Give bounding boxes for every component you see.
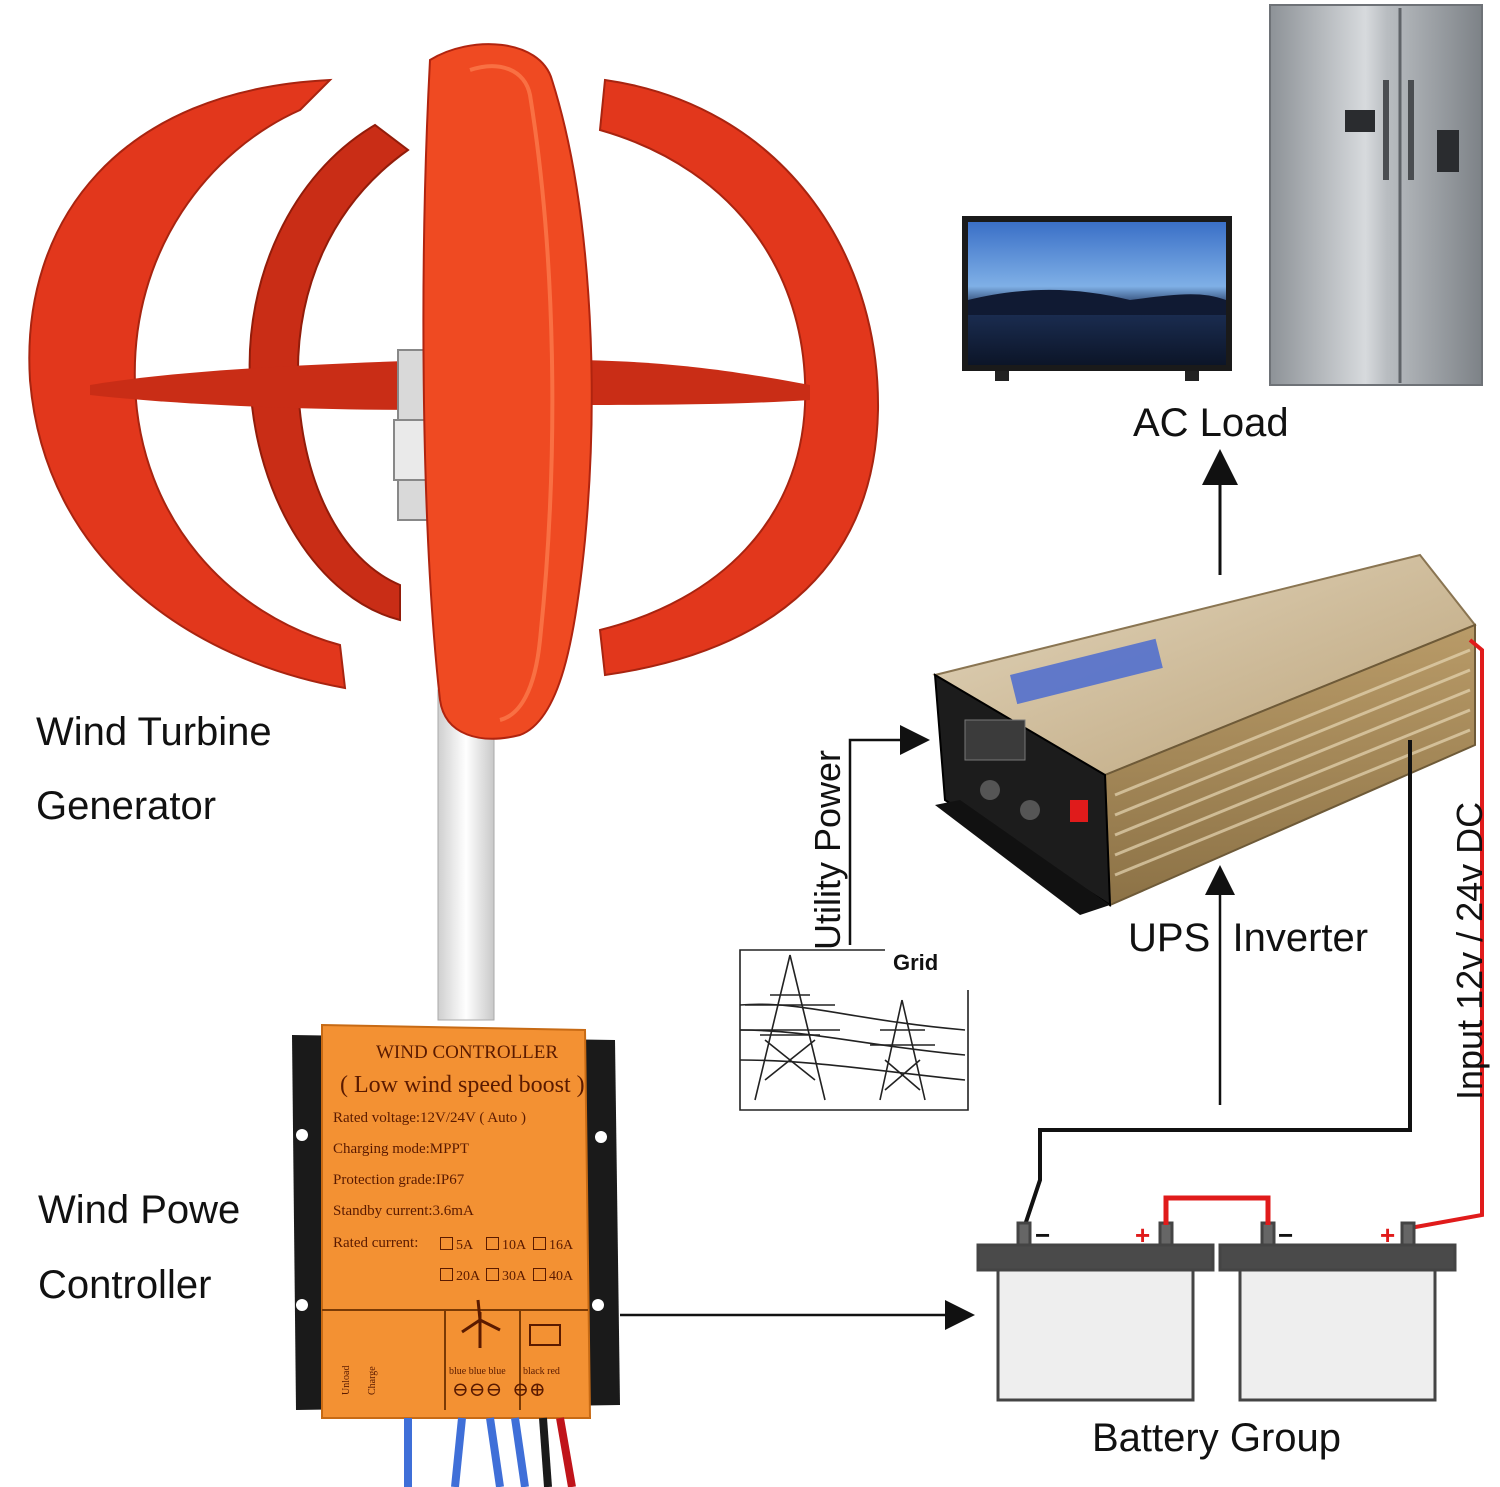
refrigerator-image	[1269, 4, 1483, 386]
turbine-blade-front	[422, 43, 593, 740]
battery-group-image	[976, 1221, 1457, 1402]
ups-inverter-label: UPS Inverter	[1128, 916, 1369, 960]
wind-powe-label: Wind Powe	[38, 1188, 241, 1232]
battery1-plus-sign: +	[1135, 1220, 1151, 1250]
controller-spec-charging: Charging mode:MPPT	[333, 1141, 469, 1157]
current-option-30a: 30A	[486, 1268, 526, 1284]
terminal-charge-label: Charge	[367, 1366, 378, 1395]
current-option-16a: 16A	[533, 1237, 573, 1253]
terminal-wires-black-red-label: black red	[523, 1366, 560, 1377]
utility-power-label: Utility Power	[807, 749, 848, 950]
terminal-wires-blue-label: blue blue blue	[449, 1366, 506, 1377]
battery2-minus-sign: −	[1278, 1220, 1294, 1250]
battery-jumper-wire	[1163, 1195, 1271, 1225]
terminal-symbols: ⊖⊖⊖ ⊖⊕	[452, 1379, 546, 1401]
battery2-plus-sign: +	[1380, 1220, 1396, 1250]
tv-image	[962, 216, 1232, 381]
ups-inverter-image	[932, 553, 1477, 915]
red-dc-wire	[1409, 638, 1484, 1230]
battery1-minus-sign: −	[1035, 1220, 1051, 1250]
ac-load-label: AC Load	[1133, 401, 1289, 445]
input-dc-label: Input 12v / 24v DC	[1449, 801, 1490, 1100]
utility-power-line	[848, 725, 930, 945]
wind-turbine-image	[28, 43, 880, 1021]
current-option-10a: 10A	[486, 1237, 526, 1253]
controller-rated-current-label: Rated current:	[333, 1235, 419, 1251]
turbine-blade-inner	[248, 123, 410, 622]
controller-label: Controller	[38, 1263, 212, 1307]
controller-spec-protection: Protection grade:IP67	[333, 1172, 465, 1188]
turbine-blade-left	[28, 78, 347, 690]
controller-spec-standby: Standby current:3.6mA	[333, 1203, 474, 1219]
grid-sketch	[739, 949, 969, 1111]
controller-panel-title: WIND CONTROLLER	[376, 1042, 559, 1063]
current-option-40a: 40A	[533, 1268, 573, 1284]
turbine-blade-right	[598, 78, 880, 677]
controller-panel-subtitle: ( Low wind speed boost )	[340, 1072, 585, 1098]
black-dc-wire	[1023, 740, 1412, 1226]
current-option-5a: 5A	[440, 1237, 473, 1253]
wind-turbine-label: Wind Turbine	[36, 710, 272, 754]
controller-spec-voltage: Rated voltage:12V/24V ( Auto )	[333, 1110, 527, 1126]
terminal-unload-label: Unload	[341, 1365, 352, 1395]
grid-label: Grid	[893, 950, 939, 975]
battery-group-label: Battery Group	[1092, 1416, 1342, 1460]
wind-controller-image	[292, 1023, 620, 1487]
current-option-20a: 20A	[440, 1268, 480, 1284]
generator-label: Generator	[36, 784, 217, 828]
